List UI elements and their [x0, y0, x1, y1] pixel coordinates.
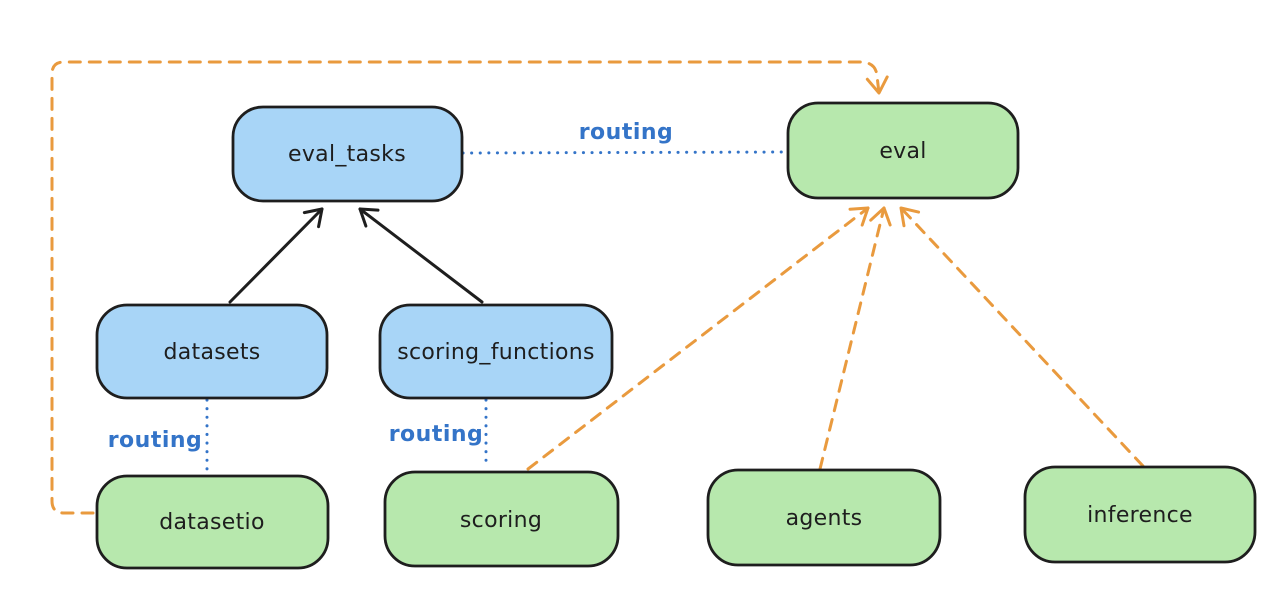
node-scoring-functions: scoring_functions	[378, 303, 614, 400]
node-datasetio: datasetio	[95, 474, 330, 570]
node-datasetio-label: datasetio	[159, 510, 264, 535]
edge-datasets-to-eval-tasks	[228, 207, 324, 304]
edge-scoring-to-eval	[526, 206, 870, 471]
node-scoring-functions-label: scoring_functions	[397, 340, 595, 365]
routing-label-datasets: routing	[108, 428, 203, 453]
node-inference-label: inference	[1087, 503, 1193, 528]
node-scoring-functions-box	[378, 303, 614, 400]
node-eval-label: eval	[879, 139, 926, 164]
node-inference-box	[1023, 465, 1257, 564]
edge-datasetio-to-eval	[50, 60, 889, 515]
node-eval-box	[786, 101, 1020, 200]
node-scoring: scoring	[383, 470, 620, 568]
node-datasets-label: datasets	[163, 340, 260, 365]
routing-label-top: routing	[579, 120, 674, 145]
node-eval-tasks-label: eval_tasks	[288, 142, 406, 167]
edge-agents-to-eval	[818, 206, 892, 471]
node-agents-box	[706, 468, 942, 567]
node-inference: inference	[1023, 465, 1257, 564]
node-datasets-box	[95, 303, 329, 400]
edge-inference-to-eval	[899, 206, 1145, 468]
node-datasetio-box	[95, 474, 330, 570]
node-eval-tasks-box	[231, 105, 464, 203]
node-eval-tasks: eval_tasks	[231, 105, 464, 203]
node-agents-label: agents	[786, 506, 863, 531]
node-agents: agents	[706, 468, 942, 567]
edge-eval-tasks-to-eval-routing	[461, 150, 788, 155]
node-datasets: datasets	[95, 303, 329, 400]
edge-scoring-functions-to-eval-tasks	[358, 207, 484, 304]
node-eval: eval	[786, 101, 1020, 200]
node-scoring-label: scoring	[460, 508, 542, 533]
routing-label-scoring-functions: routing	[389, 422, 484, 447]
node-scoring-box	[383, 470, 620, 568]
